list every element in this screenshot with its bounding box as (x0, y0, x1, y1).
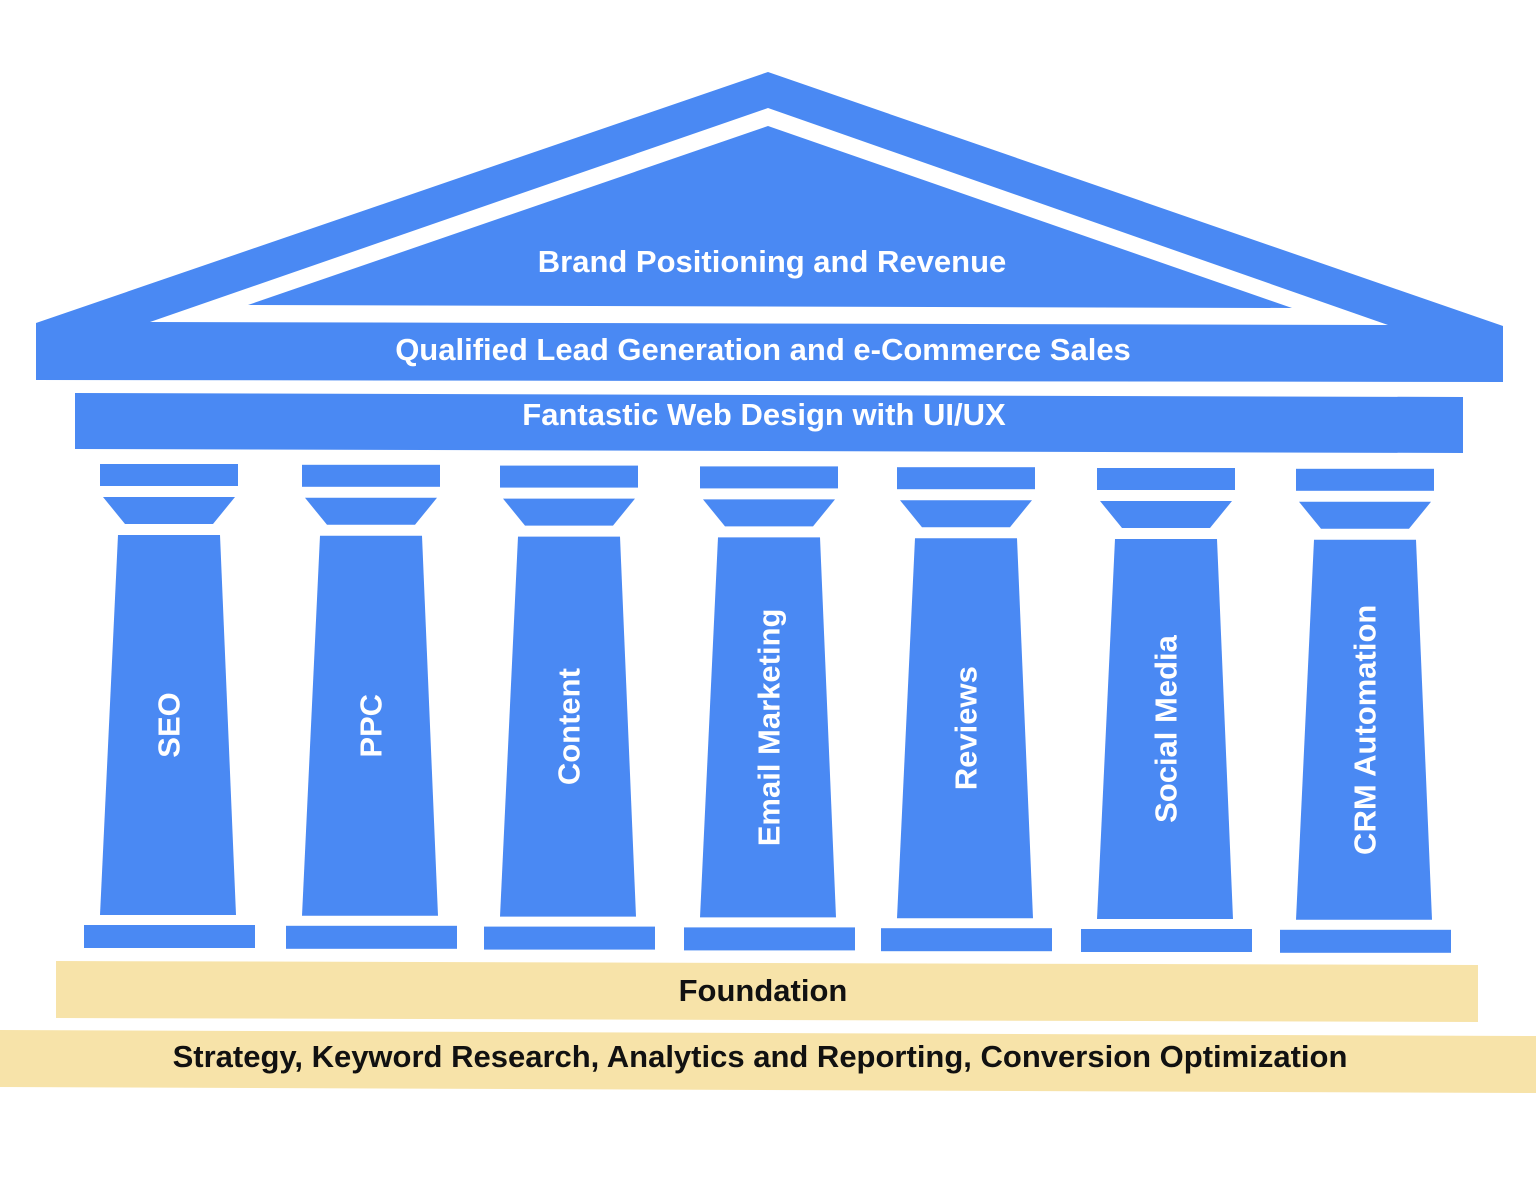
pillar-capital-taper (1299, 501, 1431, 529)
pillar-capital-taper (900, 500, 1032, 528)
pillar-capital-taper (703, 499, 835, 527)
pillar-shaft (1296, 539, 1432, 920)
pillar-shaft (100, 535, 236, 915)
pillar-base-slab (881, 928, 1052, 952)
pillar-label: Social Media (1149, 634, 1184, 823)
pillar-email-marketing: Email Marketing (684, 466, 855, 951)
foundation-label: Foundation (679, 973, 848, 1008)
pillar-capital-slab (897, 467, 1035, 490)
pillar-base-slab (1081, 929, 1252, 952)
pillar-seo: SEO (84, 464, 255, 948)
pillar-crm-automation: CRM Automation (1280, 468, 1451, 953)
pillar-label: SEO (152, 692, 187, 757)
pillars-group: SEO PPC Content Email Marketing Reviews Socia… (84, 464, 1451, 953)
pediment-label: Brand Positioning and Revenue (538, 244, 1007, 279)
pillar-label: Reviews (949, 666, 984, 790)
pillar-base-slab (84, 925, 255, 948)
pillar-shaft (897, 538, 1033, 919)
pillar-label: CRM Automation (1348, 605, 1383, 855)
pillar-capital-slab (700, 466, 838, 489)
pillar-capital-slab (1296, 468, 1434, 491)
pillar-base-slab (1280, 929, 1451, 953)
pillar-label: Content (552, 668, 587, 785)
pillar-capital-taper (103, 497, 235, 524)
pillar-base-slab (484, 926, 655, 950)
pillar-label: PPC (354, 694, 389, 758)
pillar-capital-taper (1100, 501, 1232, 528)
pillar-base-slab (286, 925, 457, 949)
pillar-shaft (700, 537, 836, 918)
pillar-ppc: PPC (286, 464, 457, 949)
pillar-capital-slab (302, 464, 440, 487)
pillar-capital-slab (100, 464, 238, 486)
pillar-capital-slab (500, 465, 638, 488)
entablature-label: Qualified Lead Generation and e-Commerce… (395, 332, 1131, 367)
roof-pediment (248, 126, 1292, 308)
pillar-capital-slab (1097, 468, 1235, 490)
pillar-capital-taper (503, 498, 635, 526)
foundation-base-label: Strategy, Keyword Research, Analytics an… (173, 1039, 1348, 1074)
pillar-content: Content (484, 465, 655, 950)
pillar-base-slab (684, 927, 855, 951)
pillar-capital-taper (305, 497, 437, 525)
pillar-label: Email Marketing (752, 609, 787, 847)
foundation-block (56, 961, 1478, 1022)
foundation-base-block (0, 1030, 1536, 1093)
pillar-shaft (302, 535, 438, 916)
pillar-shaft (1097, 539, 1233, 919)
pillar-social-media: Social Media (1081, 468, 1252, 952)
pillar-shaft (500, 536, 636, 917)
beam-block (75, 393, 1463, 453)
beam-label: Fantastic Web Design with UI/UX (522, 397, 1006, 432)
pillar-reviews: Reviews (881, 467, 1052, 952)
